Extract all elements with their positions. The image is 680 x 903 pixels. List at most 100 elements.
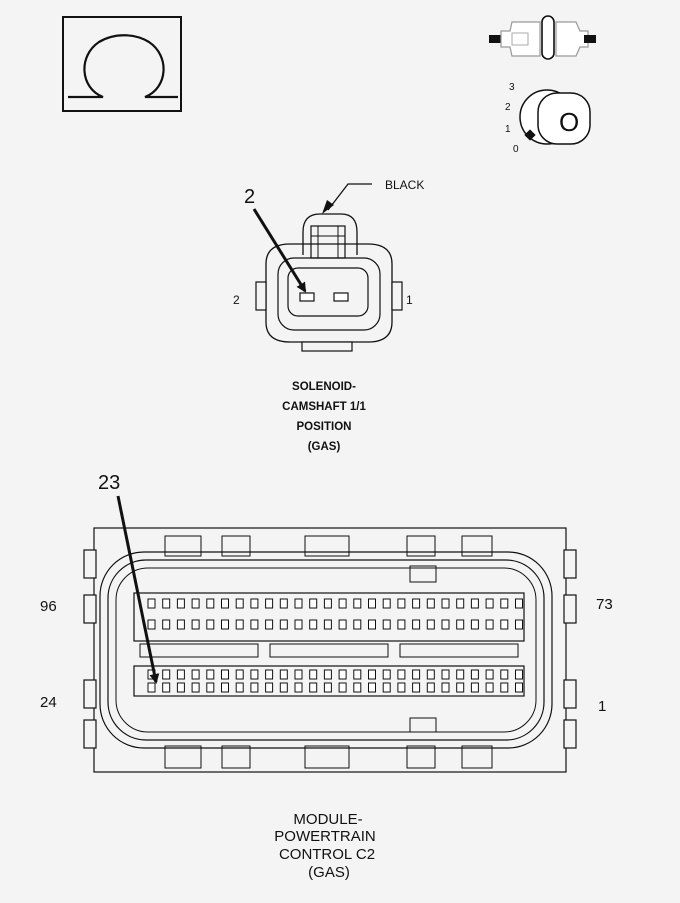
pin-cavity <box>397 619 406 630</box>
top-connector-title-line-1: SOLENOID- <box>292 381 356 393</box>
pin-cavity <box>412 619 421 630</box>
pin-cavity <box>397 669 406 680</box>
pin-cavity <box>265 682 274 693</box>
pin-cavity <box>500 619 509 630</box>
pin-cavity <box>382 682 391 693</box>
pin-cavity <box>221 682 229 693</box>
pin-cavity <box>265 598 274 609</box>
pin-cavity <box>176 619 185 630</box>
ignition-key-label: O <box>559 107 579 137</box>
pin-cavity <box>470 598 479 609</box>
pin-cavity <box>309 619 318 630</box>
pcm-pin-grid <box>147 598 523 693</box>
bottom-connector-title-line-1: MODULE- <box>293 811 362 828</box>
pin-cavity <box>397 682 406 693</box>
pin-cavity <box>265 669 274 680</box>
pin-cavity <box>441 619 450 630</box>
pin-cavity <box>456 619 465 630</box>
top-callout-pin: 2 <box>244 186 255 208</box>
pin-cavity <box>176 682 185 693</box>
pin-cavity <box>470 669 479 680</box>
top-connector-title-line-2: CAMSHAFT 1/1 <box>282 401 366 413</box>
pin-cavity <box>279 619 288 630</box>
top-connector-title-line-3: POSITION <box>297 421 352 433</box>
pin-cavity <box>353 669 362 680</box>
pin-cavity <box>162 598 171 609</box>
pin-cavity <box>338 669 347 680</box>
pin-cavity <box>456 669 465 680</box>
pin-cavity <box>250 669 259 680</box>
connector-tab <box>221 535 251 557</box>
pin-cavity <box>309 669 318 680</box>
bottom-connector-title-line-3: CONTROL C2 <box>279 846 375 863</box>
pin-cavity <box>279 669 288 680</box>
camshaft-solenoid-connector: BLACK 2 1 2 SOLENOID- CAMSHAFT 1/1 POSIT… <box>233 178 424 453</box>
pin-cavity <box>250 619 259 630</box>
connector-tab <box>409 717 437 733</box>
pin-cavity <box>456 682 465 693</box>
pin-cavity <box>206 682 215 693</box>
bottom-pin-label-1: 1 <box>598 698 606 715</box>
pin-cavity <box>485 669 494 680</box>
pin-cavity <box>191 598 200 609</box>
pin-cavity <box>426 682 435 693</box>
bottom-connector-title-line-4: (GAS) <box>308 864 350 881</box>
pin-cavity <box>338 682 347 693</box>
bottom-pin-label-73: 73 <box>596 596 613 613</box>
connector-tab <box>164 535 202 557</box>
pin-cavity <box>485 619 494 630</box>
connector-tab <box>461 745 493 769</box>
pin-cavity <box>368 669 376 680</box>
top-pin-label-left: 2 <box>233 293 240 307</box>
pin-cavity <box>353 682 362 693</box>
pin-cavity <box>485 598 494 609</box>
pin-cavity <box>221 619 229 630</box>
pin-cavity <box>162 619 171 630</box>
connector-tab <box>304 535 350 557</box>
wire-color-label: BLACK <box>385 178 424 192</box>
top-connector-title-line-4: (GAS) <box>308 441 341 453</box>
ignition-switch-icon: 3 2 1 0 O <box>505 82 591 155</box>
pin-cavity <box>412 598 421 609</box>
pin-cavity <box>221 669 229 680</box>
connector-tab <box>406 535 436 557</box>
pin-cavity <box>412 669 421 680</box>
top-pin-label-right: 1 <box>406 293 413 307</box>
pin-cavity <box>250 598 259 609</box>
pin-cavity <box>221 598 229 609</box>
pin-cavity <box>470 682 479 693</box>
pin-cavity <box>515 669 523 680</box>
pin-cavity <box>279 598 288 609</box>
pin-cavity <box>323 669 332 680</box>
pcm-c2-connector: 96 73 24 1 23 MODULE- POWERTRAIN CONTROL… <box>40 472 613 881</box>
connector-tab <box>461 535 493 557</box>
pin-cavity <box>426 619 435 630</box>
connector-tab <box>221 745 251 769</box>
pin-cavity <box>191 682 200 693</box>
pin-cavity <box>470 619 479 630</box>
bottom-pin-label-96: 96 <box>40 598 57 615</box>
connector-tab <box>164 745 202 769</box>
bottom-connector-title-line-2: POWERTRAIN <box>274 828 375 845</box>
ignition-position-2: 2 <box>505 102 511 113</box>
pin-cavity <box>338 598 347 609</box>
pin-cavity <box>515 682 523 693</box>
pin-cavity <box>294 682 303 693</box>
pin-cavity <box>191 619 200 630</box>
bottom-pin-label-24: 24 <box>40 694 57 711</box>
pin-cavity <box>162 669 171 680</box>
pin-cavity <box>485 682 494 693</box>
pin-cavity <box>206 598 215 609</box>
pin-cavity <box>250 682 259 693</box>
pin-cavity <box>397 598 406 609</box>
connector-tab <box>406 745 436 769</box>
pin-cavity <box>500 669 509 680</box>
pin-cavity <box>368 682 376 693</box>
ignition-position-3: 3 <box>509 82 515 93</box>
pin-cavity <box>323 682 332 693</box>
pin-cavity <box>294 619 303 630</box>
pin-cavity <box>206 619 215 630</box>
pin-cavity <box>147 619 156 630</box>
pin-cavity <box>162 682 171 693</box>
